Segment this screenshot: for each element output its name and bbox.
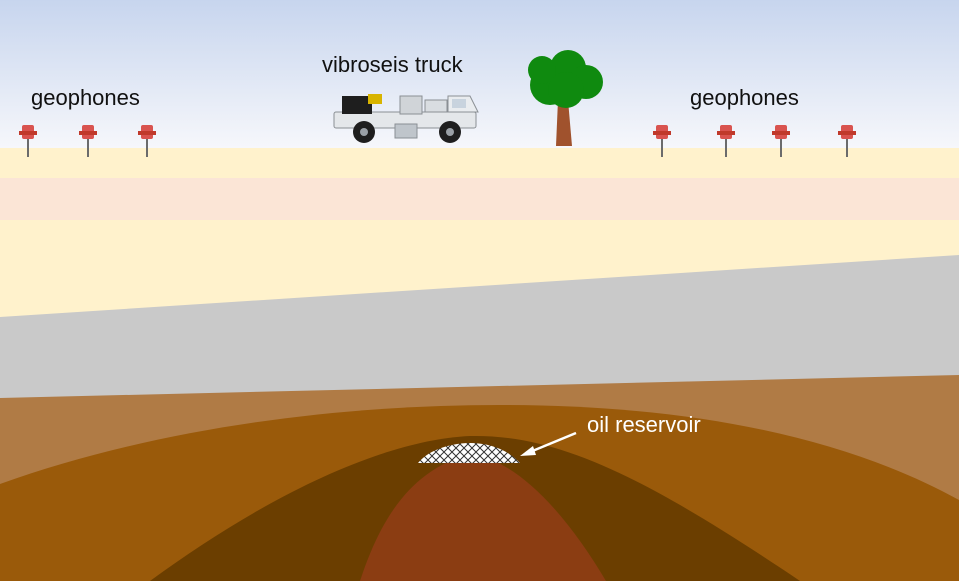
oil-reservoir-label: oil reservoir [587,412,701,437]
soil-layer-top [0,148,959,178]
vibroseis-truck-label: vibroseis truck [322,52,463,77]
geophone-icon [138,125,156,157]
geophones-label-right: geophones [690,85,799,110]
geophone-icon [838,125,856,157]
geophone-icon [19,125,37,157]
geophone-icon [79,125,97,157]
geophone-icon [653,125,671,157]
pointer-arrow [520,431,577,456]
oil-reservoir-hatch [418,443,520,463]
geophones-label-left: geophones [31,85,140,110]
sky [0,0,959,148]
soil-layer-pink [0,178,959,220]
geophone-icon [717,125,735,157]
geophone-icon [772,125,790,157]
vibroseis-truck-icon [333,94,479,143]
tree-icon [528,50,603,146]
reservoir-core-layer [360,454,606,581]
